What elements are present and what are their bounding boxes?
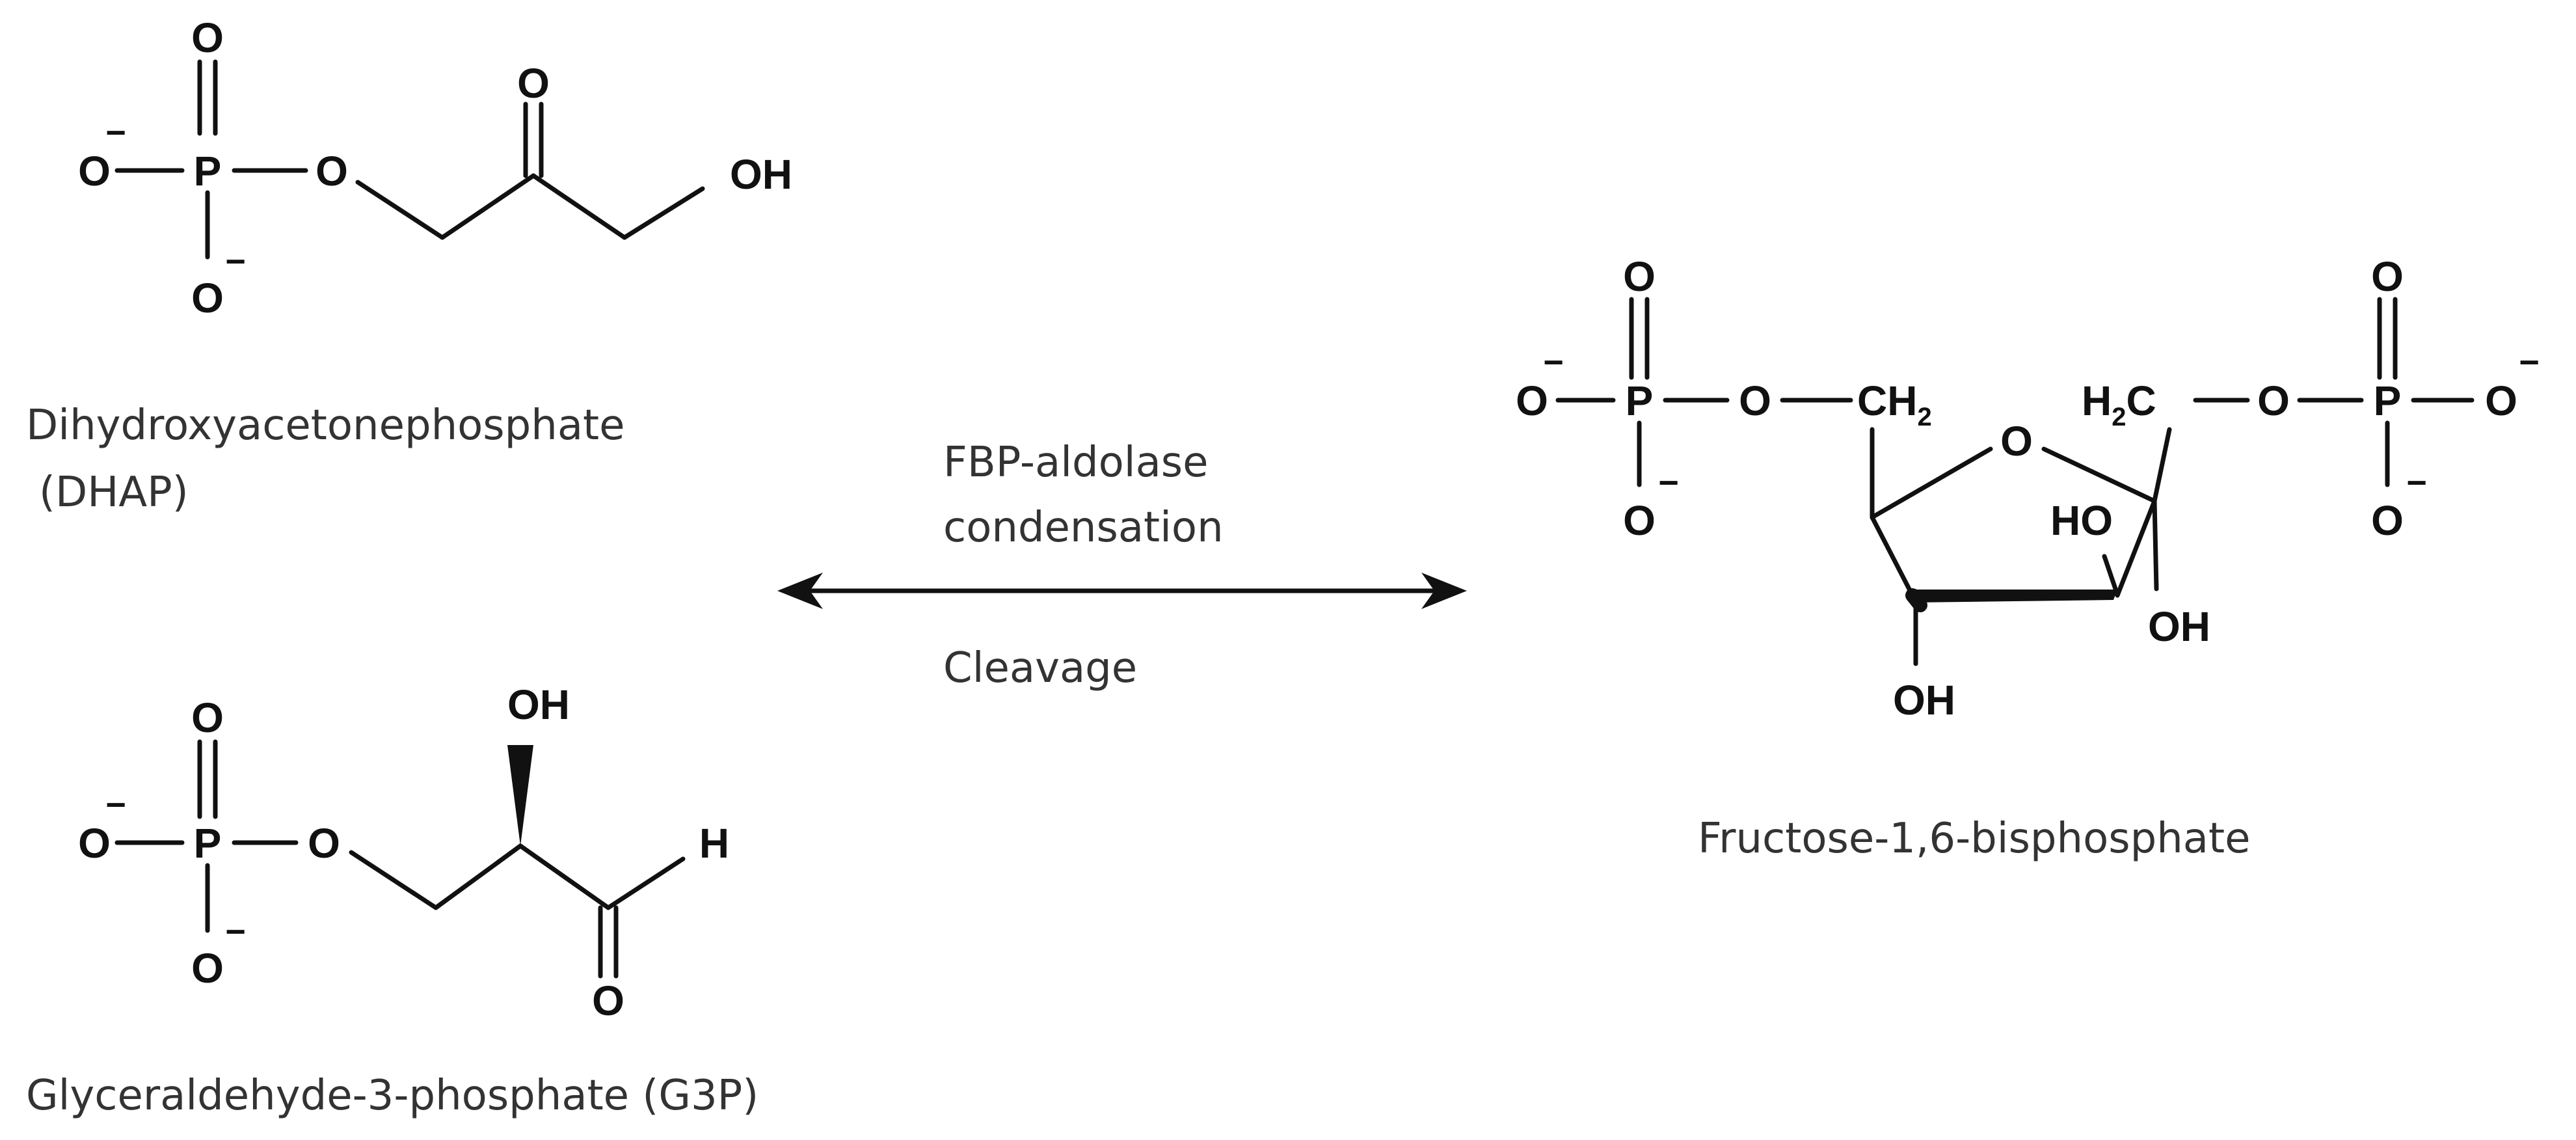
fbp-ring-hydroxyl-label: HO	[2050, 497, 2113, 544]
g3p-ester-o-label: O	[308, 820, 340, 867]
fbp-left-ester-o-label: O	[1739, 377, 1771, 424]
g3p-hydroxyl-label: OH	[507, 681, 570, 728]
fbp-left-phosphate: O O − P O − O CH2	[1516, 253, 1932, 544]
fbp-ring-o-label: O	[2000, 418, 2033, 465]
g3p-phosphorus-label: P	[194, 820, 222, 867]
enzyme-label: FBP-aldolase	[943, 439, 1209, 487]
g3p-wedge-bond	[507, 745, 533, 846]
dhap-bonds	[114, 59, 705, 260]
g3p-anionic-o-label: O	[78, 820, 111, 867]
fbp-right-phosphate: H2C O P O − O O −	[2082, 253, 2540, 544]
arrowhead-right	[1421, 573, 1467, 609]
fbp-left-oxo-o-label: O	[1623, 253, 1656, 300]
g3p-name: Glyceraldehyde-3-phosphate (G3P)	[26, 1072, 758, 1120]
fbp-anomeric-hydroxyl-label: OH	[2148, 603, 2210, 650]
fbp-ring-bold-bond	[1909, 590, 2117, 603]
dhap-abbreviation: (DHAP)	[39, 468, 189, 517]
fbp-structure: O O − P O − O CH2 O HO OH OH	[1516, 253, 2540, 724]
reaction-arrow	[777, 573, 1467, 609]
fbp-right-anionic-o-bottom-label: O	[2371, 497, 2404, 544]
g3p-aldehyde-h-label: H	[699, 820, 729, 867]
dhap-structure: O O − P O O − O OH	[78, 14, 792, 321]
arrowhead-left	[777, 573, 823, 609]
dhap-negative-charge-left: −	[105, 113, 126, 152]
dhap-phosphorus-label: P	[194, 148, 222, 195]
fbp-right-negative-charge: −	[2519, 343, 2540, 382]
reverse-reaction-label: Cleavage	[943, 644, 1137, 692]
g3p-structure: O O − P O O − OH H O	[78, 681, 729, 1024]
g3p-bonds	[114, 739, 686, 979]
dhap-anionic-o-label: O	[78, 148, 111, 195]
fbp-left-negative-charge-bottom: −	[1658, 463, 1679, 502]
fbp-right-negative-charge-bottom: −	[2406, 463, 2427, 502]
fbp-left-negative-charge: −	[1543, 343, 1564, 382]
forward-reaction-label: condensation	[943, 504, 1224, 552]
g3p-negative-charge-bottom: −	[225, 912, 246, 951]
dhap-ketone-o-label: O	[517, 60, 550, 107]
dhap-oxo-o-label: O	[191, 14, 224, 61]
fbp-right-ester-o-label: O	[2257, 377, 2290, 424]
fbp-name: Fructose-1,6-bisphosphate	[1698, 815, 2250, 863]
fbp-ch2-label: CH2	[1857, 377, 1932, 431]
fbp-right-phosphorus-label: P	[2374, 377, 2402, 424]
fbp-furanose-ring: O HO OH OH	[1870, 418, 2210, 724]
g3p-oxo-o-label: O	[191, 694, 224, 741]
g3p-aldehyde-o-label: O	[592, 977, 624, 1024]
g3p-anionic-o-bottom-label: O	[191, 945, 224, 992]
dhap-ester-o-label: O	[315, 148, 348, 195]
dhap-anionic-o-bottom-label: O	[191, 275, 224, 321]
dhap-hydroxyl-label: OH	[730, 151, 792, 198]
fbp-right-anionic-o-label: O	[2485, 377, 2517, 424]
fbp-left-phosphorus-label: P	[1626, 377, 1654, 424]
dhap-name: Dihydroxyacetonephosphate	[26, 401, 625, 450]
fbp-bottom-hydroxyl-label: OH	[1893, 677, 1955, 724]
fbp-left-anionic-o-label: O	[1516, 377, 1548, 424]
fbp-left-anionic-o-bottom-label: O	[1623, 497, 1656, 544]
fbp-right-oxo-o-label: O	[2371, 253, 2404, 300]
g3p-negative-charge-left: −	[105, 785, 126, 824]
fbp-h2c-label: H2C	[2082, 377, 2156, 431]
dhap-negative-charge-bottom: −	[225, 242, 246, 281]
